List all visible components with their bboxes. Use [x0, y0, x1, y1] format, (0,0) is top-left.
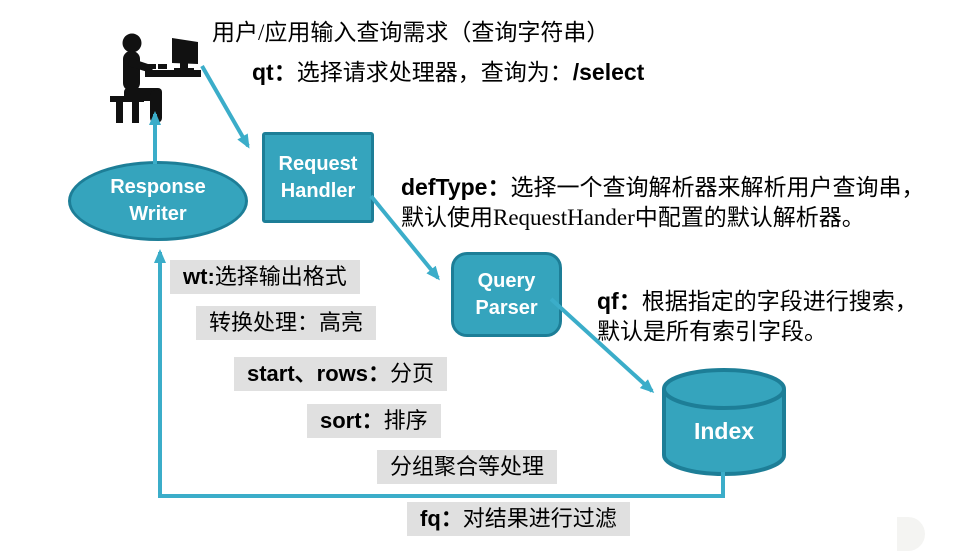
request-handler-label-line1: Request	[278, 152, 358, 175]
request-handler-node: Request Handler	[262, 132, 374, 223]
query-parser-label-line2: Parser	[475, 296, 538, 319]
person-at-computer-icon	[110, 33, 201, 123]
wt-desc: 选择输出格式	[214, 264, 347, 289]
fq-param: fq：	[420, 506, 463, 531]
sort-param: sort：	[320, 408, 384, 433]
response-writer-node: Response Writer	[68, 161, 248, 241]
transform-desc: 转换处理：高亮	[209, 310, 364, 335]
qt-desc: 选择请求处理器，查询为：	[296, 60, 573, 85]
request-handler-label-line2: Handler	[280, 179, 356, 202]
arrow-user-to-request-handler	[200, 65, 250, 149]
fq-desc: 对结果进行过滤	[462, 506, 617, 531]
response-writer-label-line1: Response	[110, 176, 206, 198]
qt-select-path: /select	[572, 59, 645, 85]
qt-annotation: qt：选择请求处理器，查询为：/select	[252, 57, 644, 88]
qf-annotation: qf：根据指定的字段进行搜索， 默认是所有索引字段。	[597, 286, 918, 347]
qf-desc-line1: 根据指定的字段进行搜索，	[641, 289, 918, 314]
fq-label: fq：对结果进行过滤	[407, 502, 630, 536]
grouping-desc: 分组聚合等处理	[390, 454, 545, 479]
grouping-label: 分组聚合等处理	[377, 450, 558, 484]
user-input-text: 用户/应用输入查询需求（查询字符串）	[212, 20, 610, 45]
response-writer-label-line2: Writer	[129, 203, 187, 225]
start-rows-param: start、rows：	[247, 361, 391, 386]
sort-label: sort：排序	[307, 404, 441, 438]
wt-label: wt:选择输出格式	[170, 260, 360, 294]
sort-desc: 排序	[383, 408, 428, 433]
wt-param: wt:	[183, 264, 215, 289]
user-input-annotation: 用户/应用输入查询需求（查询字符串）	[212, 18, 609, 48]
qf-param: qf：	[597, 288, 642, 314]
query-parser-node: Query Parser	[451, 252, 562, 337]
deftype-desc-line2: 默认使用RequestHander中配置的默认解析器。	[401, 205, 865, 230]
qt-param: qt：	[252, 59, 297, 85]
transform-label: 转换处理：高亮	[196, 306, 377, 340]
start-rows-label: start、rows：分页	[234, 357, 448, 391]
qf-desc-line2: 默认是所有索引字段。	[597, 319, 827, 344]
deftype-param: defType：	[401, 174, 511, 200]
watermark-shape	[897, 517, 925, 551]
query-parser-label-line1: Query	[477, 269, 536, 292]
deftype-annotation: defType：选择一个查询解析器来解析用户查询串， 默认使用RequestHa…	[401, 172, 924, 233]
index-label: Index	[693, 418, 755, 444]
deftype-desc-line1: 选择一个查询解析器来解析用户查询串，	[510, 175, 925, 200]
start-rows-desc: 分页	[390, 361, 435, 386]
